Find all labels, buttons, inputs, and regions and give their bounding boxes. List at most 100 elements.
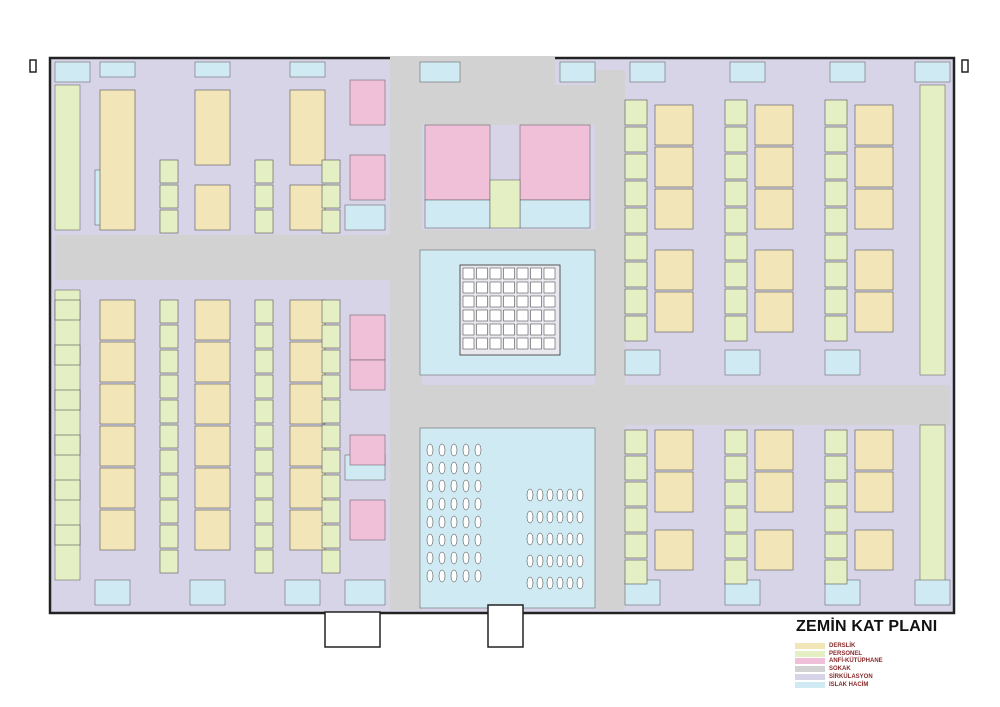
library-table <box>489 337 502 350</box>
legend-item-anfi-kutuphane: ANFİ-KÜTÜPHANE <box>795 658 883 666</box>
staff-room <box>159 549 179 574</box>
staff-room <box>624 126 648 153</box>
library-table <box>516 337 529 350</box>
classroom <box>99 467 136 509</box>
classroom <box>289 341 326 383</box>
seat <box>450 551 458 565</box>
left-staff-columns <box>54 159 341 574</box>
staff-room <box>824 455 848 481</box>
classroom <box>289 383 326 425</box>
staff-room <box>321 474 341 499</box>
library-table <box>503 281 515 294</box>
staff-room <box>159 349 179 374</box>
seat <box>450 533 458 547</box>
staff-room <box>54 479 81 501</box>
legend-label: ANFİ-KÜTÜPHANE <box>829 658 883 665</box>
library-table <box>476 323 488 336</box>
classroom <box>654 104 694 146</box>
legend: DERSLİK PERSONEL ANFİ-KÜTÜPHANE SOKAK Sİ… <box>795 642 883 689</box>
seat <box>426 569 434 583</box>
seat <box>526 510 534 524</box>
staff-room <box>321 499 341 524</box>
seat <box>576 576 584 590</box>
staff-room <box>724 429 748 455</box>
staff-room <box>321 184 341 209</box>
seat <box>462 479 470 493</box>
drawing-title: ZEMİN KAT PLANI <box>796 618 938 635</box>
legend-item-sokak: SOKAK <box>795 665 883 673</box>
seat <box>450 479 458 493</box>
classroom <box>854 429 894 471</box>
library-table <box>489 323 502 336</box>
seat <box>462 497 470 511</box>
staff-room <box>254 449 274 474</box>
classroom <box>754 429 794 471</box>
staff-room <box>54 389 81 411</box>
seat <box>462 551 470 565</box>
seat <box>566 488 574 502</box>
seat <box>462 461 470 475</box>
library-table <box>543 295 556 308</box>
staff-room <box>254 299 274 324</box>
staff-room <box>824 153 848 180</box>
staff-room <box>159 524 179 549</box>
right-staff-columns <box>624 99 848 585</box>
seat <box>438 497 446 511</box>
staff-room <box>824 261 848 288</box>
staff-room <box>624 261 648 288</box>
classroom <box>654 188 694 230</box>
seat <box>546 510 554 524</box>
classroom <box>289 425 326 467</box>
classroom <box>854 471 894 513</box>
library-table <box>530 323 542 336</box>
staff-room <box>254 524 274 549</box>
seat <box>474 479 482 493</box>
staff-room <box>254 499 274 524</box>
seat <box>450 515 458 529</box>
staff-room <box>724 180 748 207</box>
staff-room <box>724 315 748 342</box>
library-table <box>503 267 515 280</box>
seat <box>576 532 584 546</box>
seat <box>426 515 434 529</box>
staff-room <box>624 481 648 507</box>
seat <box>438 443 446 457</box>
classroom <box>754 249 794 291</box>
staff-room <box>321 399 341 424</box>
staff-room <box>254 324 274 349</box>
library-table <box>476 309 488 322</box>
staff-room <box>159 499 179 524</box>
staff-room <box>254 184 274 209</box>
staff-room <box>254 349 274 374</box>
seat <box>556 510 564 524</box>
legend-swatch <box>795 642 825 649</box>
classroom <box>654 249 694 291</box>
seat <box>426 461 434 475</box>
library-table <box>462 337 475 350</box>
legend-swatch <box>795 681 825 688</box>
library-table <box>489 309 502 322</box>
staff-room <box>321 349 341 374</box>
seat <box>462 515 470 529</box>
seat <box>474 515 482 529</box>
seat <box>546 532 554 546</box>
staff-room <box>724 559 748 585</box>
library-table <box>530 337 542 350</box>
legend-label: PERSONEL <box>829 650 863 657</box>
staff-room <box>254 424 274 449</box>
staff-room <box>159 159 179 184</box>
library-table <box>530 309 542 322</box>
staff-room <box>159 424 179 449</box>
seat <box>536 554 544 568</box>
seat <box>474 551 482 565</box>
classroom <box>289 467 326 509</box>
right-staff-strip <box>919 84 946 591</box>
staff-room <box>321 299 341 324</box>
staff-room <box>624 429 648 455</box>
staff-room <box>321 424 341 449</box>
staff-room <box>624 153 648 180</box>
library-table <box>543 323 556 336</box>
staff-room <box>624 533 648 559</box>
classroom <box>854 249 894 291</box>
staff-room <box>724 533 748 559</box>
